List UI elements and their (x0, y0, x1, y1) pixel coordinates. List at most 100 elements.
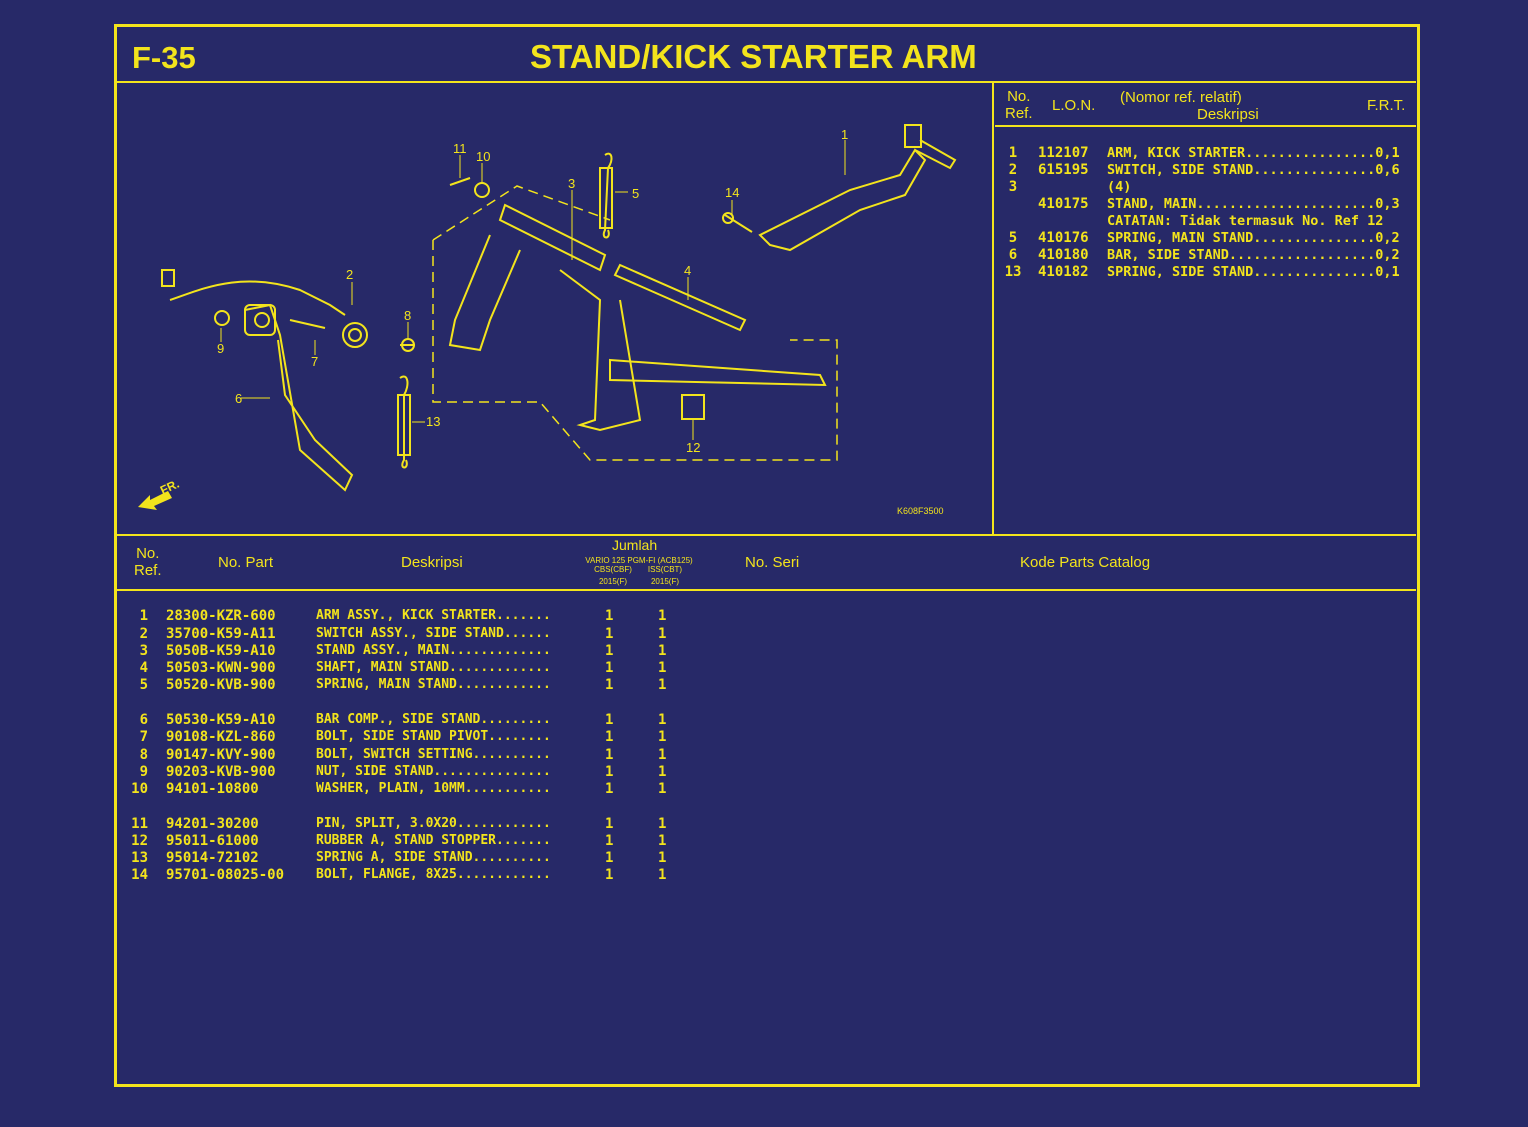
part-ref: 14 (131, 867, 148, 883)
part-desc: SWITCH ASSY., SIDE STAND...... (316, 626, 551, 641)
frt-ref: 13 (1004, 264, 1022, 280)
side-stand-spring (397, 375, 411, 469)
callout-11: 11 (453, 141, 467, 156)
frt-lon: 615195 (1038, 162, 1089, 178)
frt-desc: SWITCH, SIDE STAND...............0,6 (1107, 162, 1400, 178)
part-ref: 12 (131, 833, 148, 849)
main-stand-boundary (432, 185, 838, 461)
callout-14: 14 (725, 185, 740, 200)
frt-desc: (4) (1107, 179, 1132, 195)
callout-3: 3 (568, 176, 576, 191)
qty-iss: 1 (658, 833, 667, 849)
part-number: 94101-10800 (166, 781, 259, 797)
qty-cbs: 1 (605, 643, 614, 659)
part-number: 95011-61000 (166, 833, 259, 849)
part-ref: 5 (139, 677, 148, 693)
header-ref: Ref. (1005, 105, 1033, 122)
leader-lines (220, 140, 846, 440)
part-number: 35700-K59-A11 (166, 626, 276, 642)
part-desc: BOLT, FLANGE, 8X25............ (316, 867, 551, 882)
qty-iss: 1 (658, 608, 667, 624)
frt-header-desc: Deskripsi (1197, 106, 1259, 123)
parts-header-qty: Jumlah (612, 537, 658, 553)
part-ref: 7 (139, 729, 148, 745)
callout-10: 10 (476, 149, 491, 164)
qty-iss: 1 (658, 816, 667, 832)
part-ref: 4 (139, 660, 148, 676)
front-arrow-icon (138, 491, 172, 510)
callout-13: 13 (426, 414, 441, 429)
qty-cbs: 1 (605, 712, 614, 728)
kick-starter-arm (758, 124, 957, 252)
pin-washer-bolt (449, 177, 753, 233)
frt-desc: SPRING, SIDE STAND...............0,1 (1107, 264, 1400, 280)
part-ref: 13 (131, 850, 148, 866)
frt-ref: 3 (1008, 179, 1018, 195)
part-ref: 11 (131, 816, 148, 832)
part-number: 90203-KVB-900 (166, 764, 276, 780)
part-desc: SPRING A, SIDE STAND.......... (316, 850, 551, 865)
main-stand (448, 203, 827, 432)
divider (995, 125, 1416, 127)
part-ref: 9 (139, 764, 148, 780)
frt-lon: 410176 (1038, 230, 1089, 246)
callout-4: 4 (684, 263, 692, 278)
qty-cbs: 1 (605, 833, 614, 849)
part-number: 28300-KZR-600 (166, 608, 276, 624)
frt-header-desc-top: (Nomor ref. relatif) (1120, 89, 1242, 106)
qty-iss: 1 (658, 764, 667, 780)
qty-cbs: 1 (605, 660, 614, 676)
part-ref: 6 (139, 712, 148, 728)
page-title: STAND/KICK STARTER ARM (530, 38, 977, 75)
part-desc: WASHER, PLAIN, 10MM........... (316, 781, 551, 796)
qty-iss: 1 (658, 677, 667, 693)
callout-7: 7 (311, 354, 319, 369)
frt-desc: STAND, MAIN......................0,3 (1107, 196, 1400, 212)
qty-iss: 1 (658, 850, 667, 866)
divider (116, 589, 1416, 591)
qty-iss: 1 (658, 781, 667, 797)
qty-cbs: 1 (605, 729, 614, 745)
page-code: F-35 (132, 40, 196, 75)
diagram-code: K608F3500 (897, 506, 944, 516)
parts-header-part: No. Part (218, 554, 274, 571)
part-number: 90147-KVY-900 (166, 747, 276, 763)
part-desc: BOLT, SWITCH SETTING.......... (316, 747, 551, 762)
part-ref: 1 (139, 608, 148, 624)
part-desc: SPRING, MAIN STAND............ (316, 677, 551, 692)
part-desc: PIN, SPLIT, 3.0X20............ (316, 816, 551, 831)
side-stand-bar (214, 303, 415, 492)
part-desc: SHAFT, MAIN STAND............. (316, 660, 551, 675)
frt-lon: 112107 (1038, 145, 1089, 161)
part-number: 50530-K59-A10 (166, 712, 276, 728)
part-number: 95014-72102 (166, 850, 259, 866)
frt-desc: SPRING, MAIN STAND...............0,2 (1107, 230, 1400, 246)
qty-iss: 1 (658, 712, 667, 728)
part-desc: NUT, SIDE STAND............... (316, 764, 551, 779)
frt-ref: 2 (1008, 162, 1018, 178)
frt-lon: 410182 (1038, 264, 1089, 280)
header-no: No. (136, 545, 160, 562)
model-col2-year: 2015(F) (650, 577, 679, 586)
frt-lon: 410175 (1038, 196, 1089, 212)
divider (116, 81, 1416, 83)
callout-2: 2 (346, 267, 354, 282)
part-ref: 2 (139, 626, 148, 642)
qty-cbs: 1 (605, 867, 614, 883)
catalog-frame (114, 24, 1420, 1087)
qty-cbs: 1 (605, 781, 614, 797)
model-col1-variant: CBS(CBF) (594, 565, 632, 574)
part-number: 90108-KZL-860 (166, 729, 276, 745)
frt-desc: ARM, KICK STARTER................0,1 (1107, 145, 1400, 161)
frt-ref: 5 (1008, 230, 1018, 246)
part-desc: RUBBER A, STAND STOPPER....... (316, 833, 551, 848)
frt-ref: 6 (1008, 247, 1018, 263)
model-col1-year: 2015(F) (598, 577, 627, 586)
header-ref: Ref. (134, 562, 162, 579)
frt-lon: 410180 (1038, 247, 1089, 263)
callout-1: 1 (841, 127, 849, 142)
part-desc: STAND ASSY., MAIN............. (316, 643, 551, 658)
callout-9: 9 (217, 341, 225, 356)
part-number: 50520-KVB-900 (166, 677, 276, 693)
parts-header-catalog: Kode Parts Catalog (1020, 554, 1151, 571)
